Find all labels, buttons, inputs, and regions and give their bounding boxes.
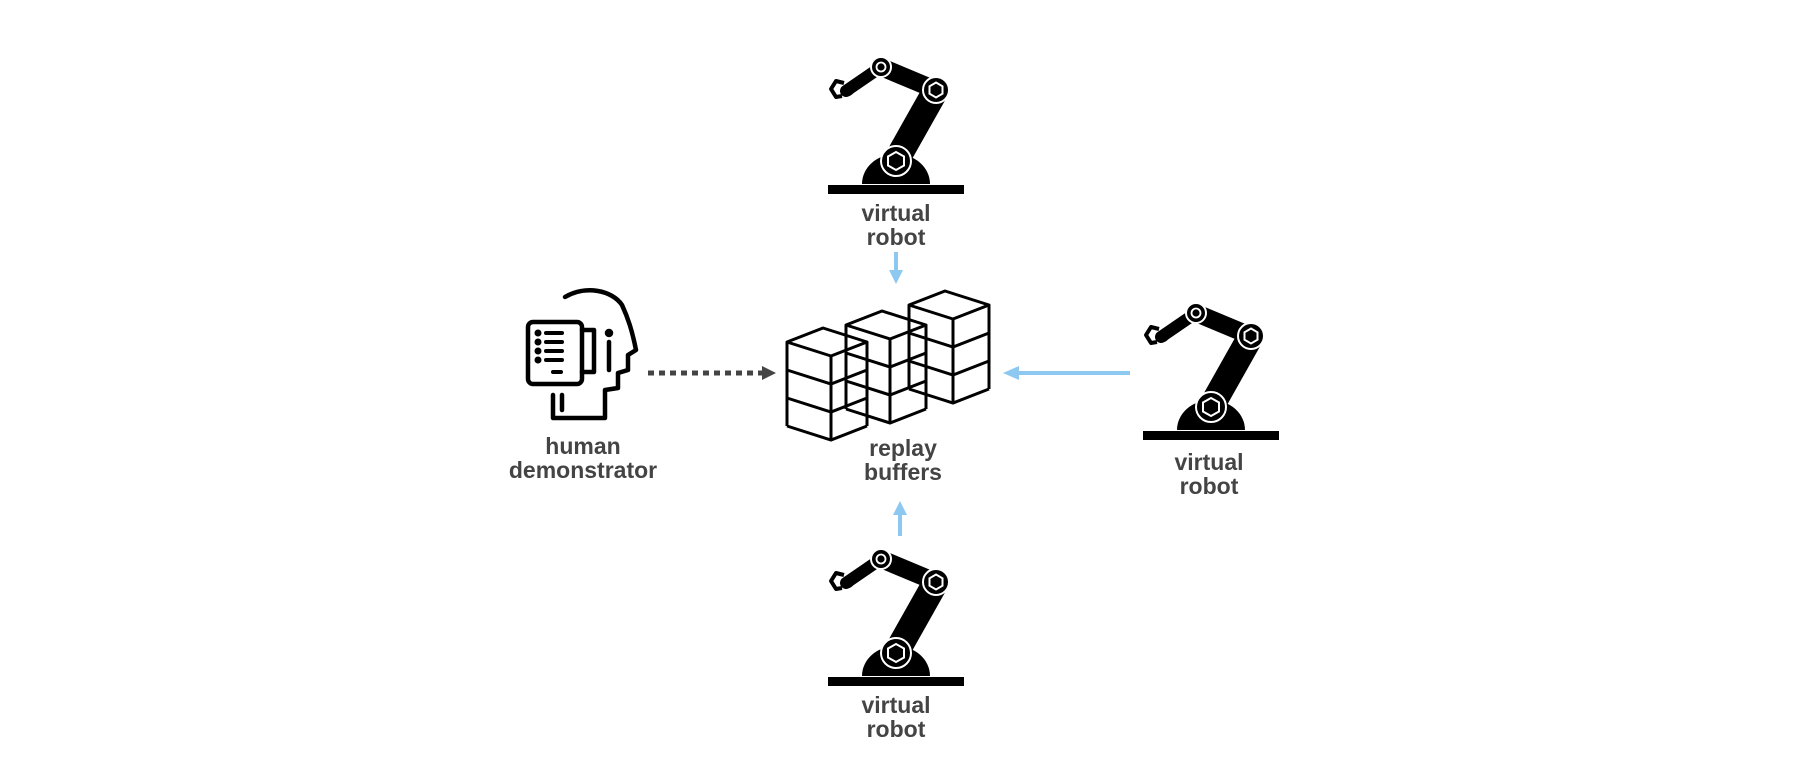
label-line: buffers (864, 459, 942, 485)
label-line: robot (866, 716, 926, 742)
label-robot-bottom: virtual robot (861, 693, 930, 741)
label-line: robot (1179, 473, 1239, 499)
label-line: virtual (861, 692, 931, 718)
robot-arm-icon (1143, 303, 1279, 440)
robot-arm-icon (828, 549, 964, 686)
arrow-robot-top-to-buffers (889, 252, 903, 284)
arrow-robot-right-to-buffers (1003, 366, 1130, 380)
label-line: human (545, 433, 621, 459)
human-head-checklist-icon (525, 288, 639, 421)
label-line: replay (869, 435, 937, 461)
arrow-robot-bottom-to-buffers (893, 501, 907, 536)
stacked-boxes-icon (785, 289, 991, 442)
label-line: virtual (1174, 449, 1244, 475)
label-human-demonstrator: human demonstrator (509, 434, 657, 482)
label-robot-top: virtual robot (861, 201, 930, 249)
label-line: robot (866, 224, 926, 250)
label-line: demonstrator (508, 457, 658, 483)
label-line: virtual (861, 200, 931, 226)
label-replay-buffers: replay buffers (864, 436, 942, 484)
label-robot-right: virtual robot (1174, 450, 1243, 498)
arrow-human-to-buffers (648, 366, 776, 380)
robot-arm-icon (828, 57, 964, 194)
